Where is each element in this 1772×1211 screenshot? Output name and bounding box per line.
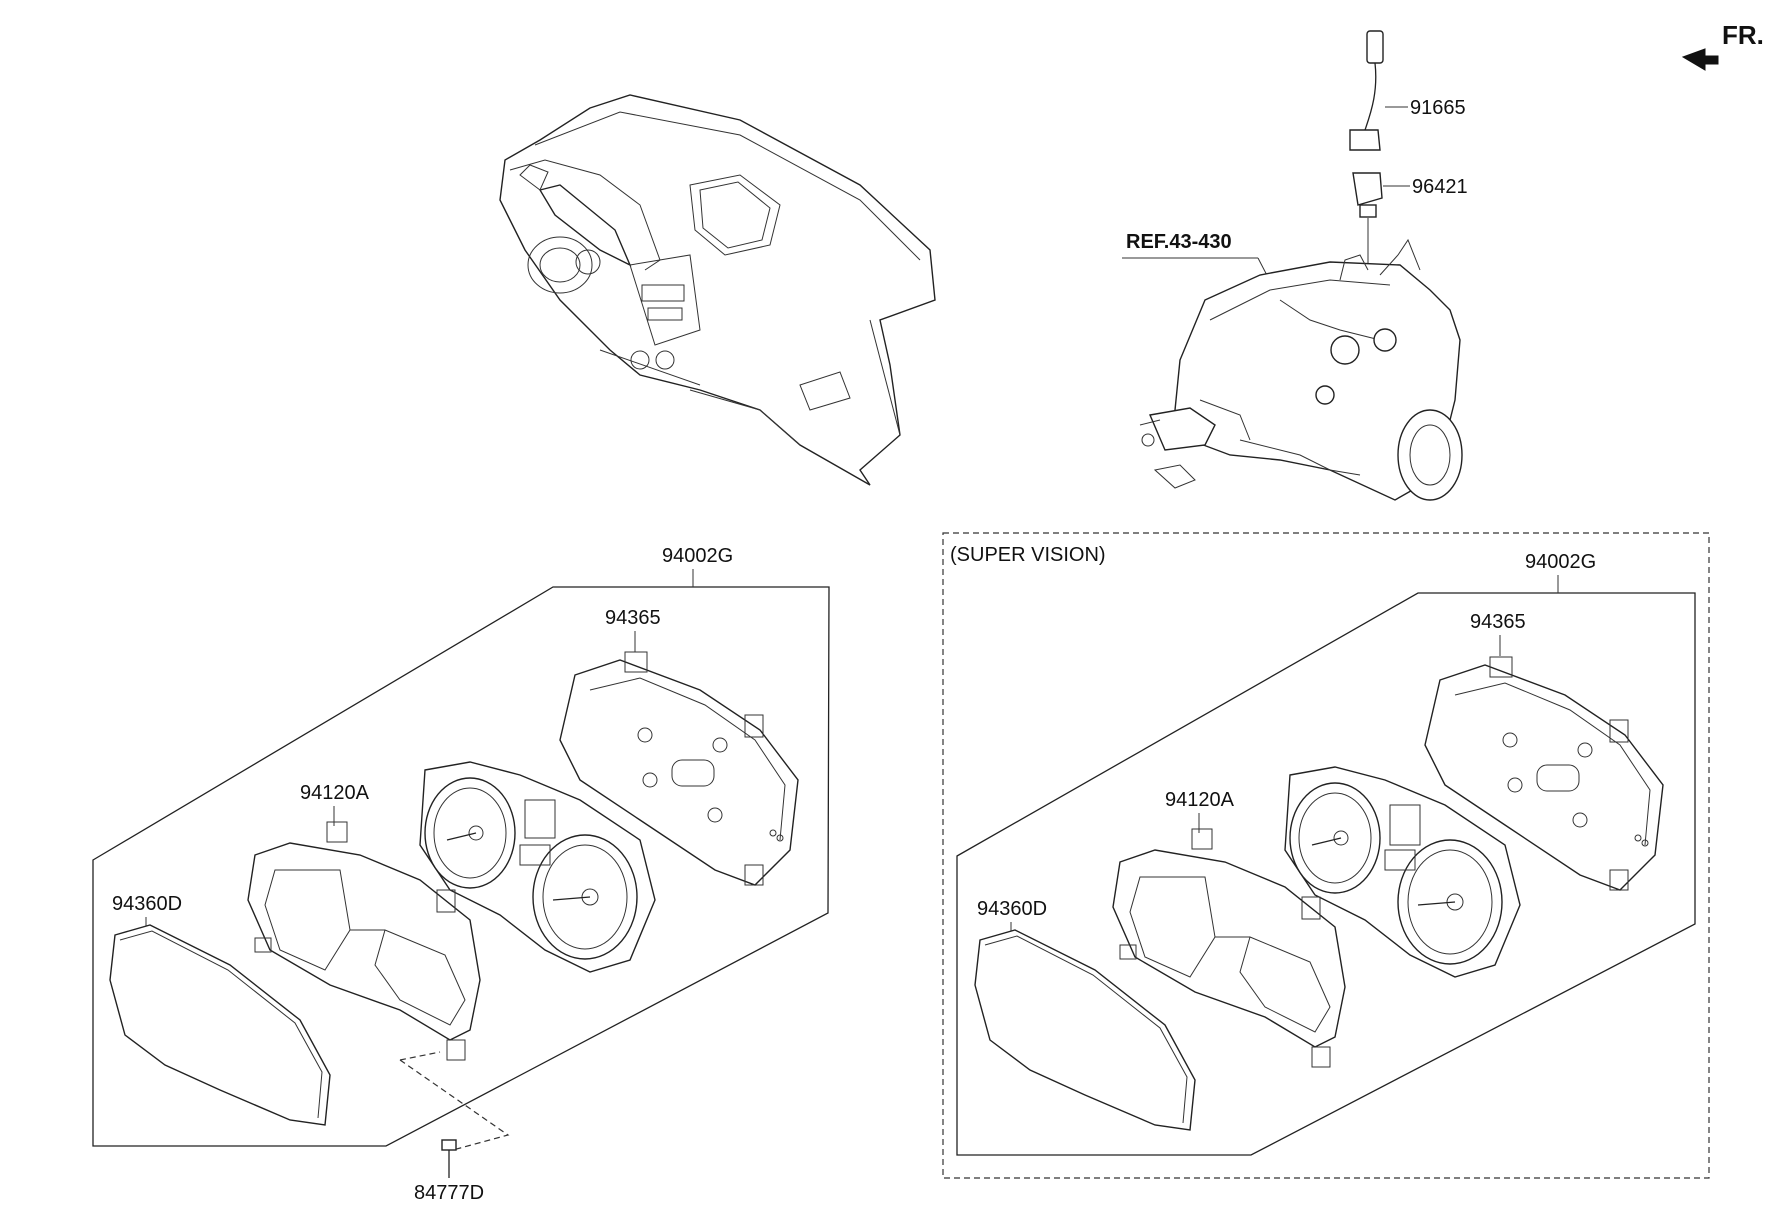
harness-part-number: 91665: [1410, 97, 1466, 119]
front-arrow-icon: [1681, 48, 1719, 71]
dashboard-illustration: [499, 94, 936, 486]
supervision-gauge-panel: [1284, 766, 1521, 978]
supervision-cluster-boundary: [956, 592, 1696, 1156]
standard-mounting-screw: 84777D: [399, 1051, 510, 1204]
standard-gauge-panel: [419, 761, 656, 973]
supervision-group-border: [942, 532, 1710, 1179]
supervision-cluster-case: [1424, 656, 1664, 891]
supervision-cluster-housing: [1112, 828, 1346, 1068]
standard-cluster-case: [559, 651, 799, 886]
supervision-case-part-number: 94365: [1470, 611, 1526, 633]
standard-assembly-part-number: 94002G: [662, 545, 733, 567]
supervision-lens-part-number: 94360D: [977, 898, 1047, 920]
front-direction-indicator: FR.: [1681, 20, 1764, 71]
standard-housing-part-number: 94120A: [300, 782, 370, 804]
supervision-housing-part-number: 94120A: [1165, 789, 1235, 811]
sensor-part-number: 96421: [1412, 176, 1468, 198]
supervision-cluster-group: (SUPER VISION) 94002G 94365: [942, 532, 1710, 1179]
speed-sensor-harness: 91665: [1349, 30, 1466, 151]
screw-part-number: 84777D: [414, 1182, 484, 1204]
vehicle-speed-sensor: 96421: [1352, 172, 1468, 218]
transaxle-reference-label: REF.43-430: [1126, 231, 1232, 253]
standard-lens-part-number: 94360D: [112, 893, 182, 915]
standard-cluster-housing: [247, 821, 481, 1061]
supervision-cluster-lens: [974, 929, 1196, 1131]
supervision-variant-label: (SUPER VISION): [950, 544, 1106, 566]
transaxle-illustration: 91665 96421 REF.43-430: [1122, 30, 1468, 501]
standard-cluster-lens: [109, 924, 331, 1126]
standard-cluster-boundary: [92, 586, 830, 1147]
front-label: FR.: [1722, 20, 1764, 50]
standard-case-part-number: 94365: [605, 607, 661, 629]
standard-cluster-group: 94002G 94365: [92, 545, 830, 1204]
supervision-assembly-part-number: 94002G: [1525, 551, 1596, 573]
